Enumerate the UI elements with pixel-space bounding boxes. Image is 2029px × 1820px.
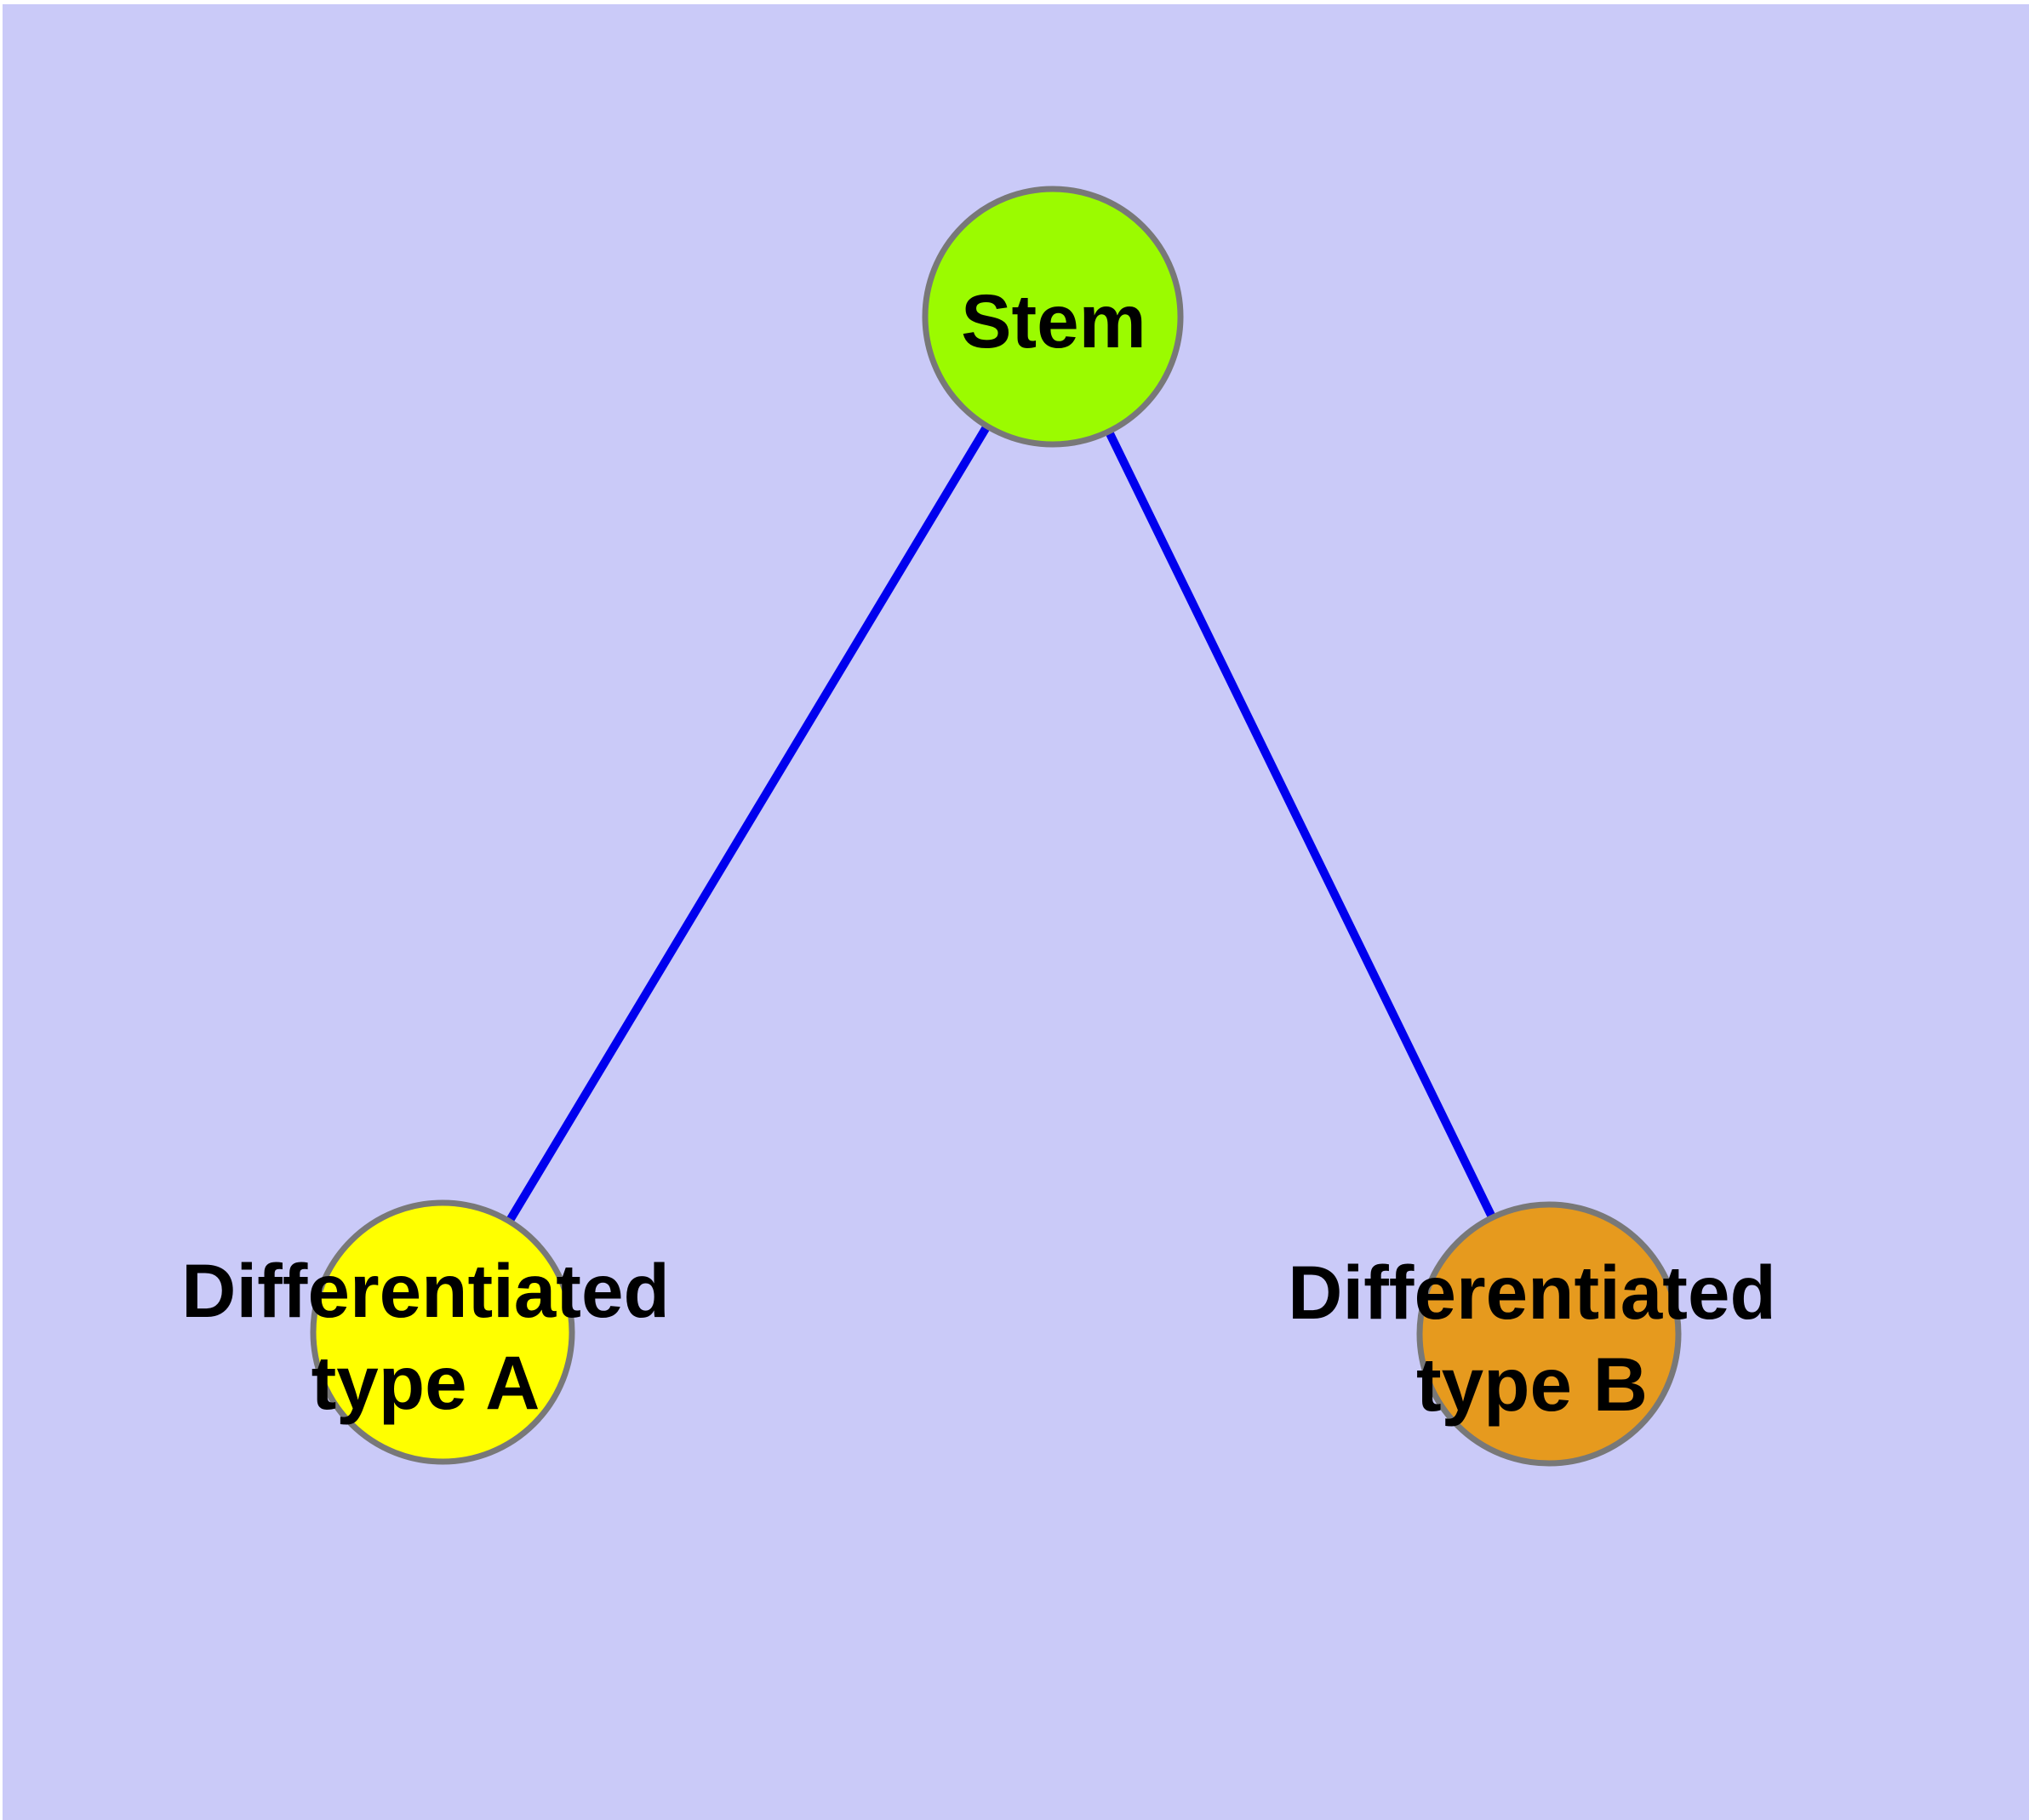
node-stem	[922, 186, 1184, 448]
node-type-b-label-line1: Differentiated	[1288, 1250, 1776, 1335]
node-stem-label: Stem	[961, 278, 1146, 363]
node-differentiated-type-b	[1416, 1201, 1682, 1467]
edges	[438, 314, 1553, 1336]
nodes	[310, 186, 1682, 1467]
node-labels: Stem Differentiated type A Differentiate…	[181, 278, 1776, 1427]
node-type-b-label-line2: type B	[1416, 1342, 1648, 1427]
node-type-a-label-line2: type A	[311, 1340, 540, 1425]
node-type-a-label-line1: Differentiated	[181, 1248, 670, 1333]
edge-stem-to-type-b	[1049, 314, 1553, 1336]
node-differentiated-type-a	[310, 1199, 575, 1465]
edge-stem-to-type-a	[438, 314, 1057, 1335]
